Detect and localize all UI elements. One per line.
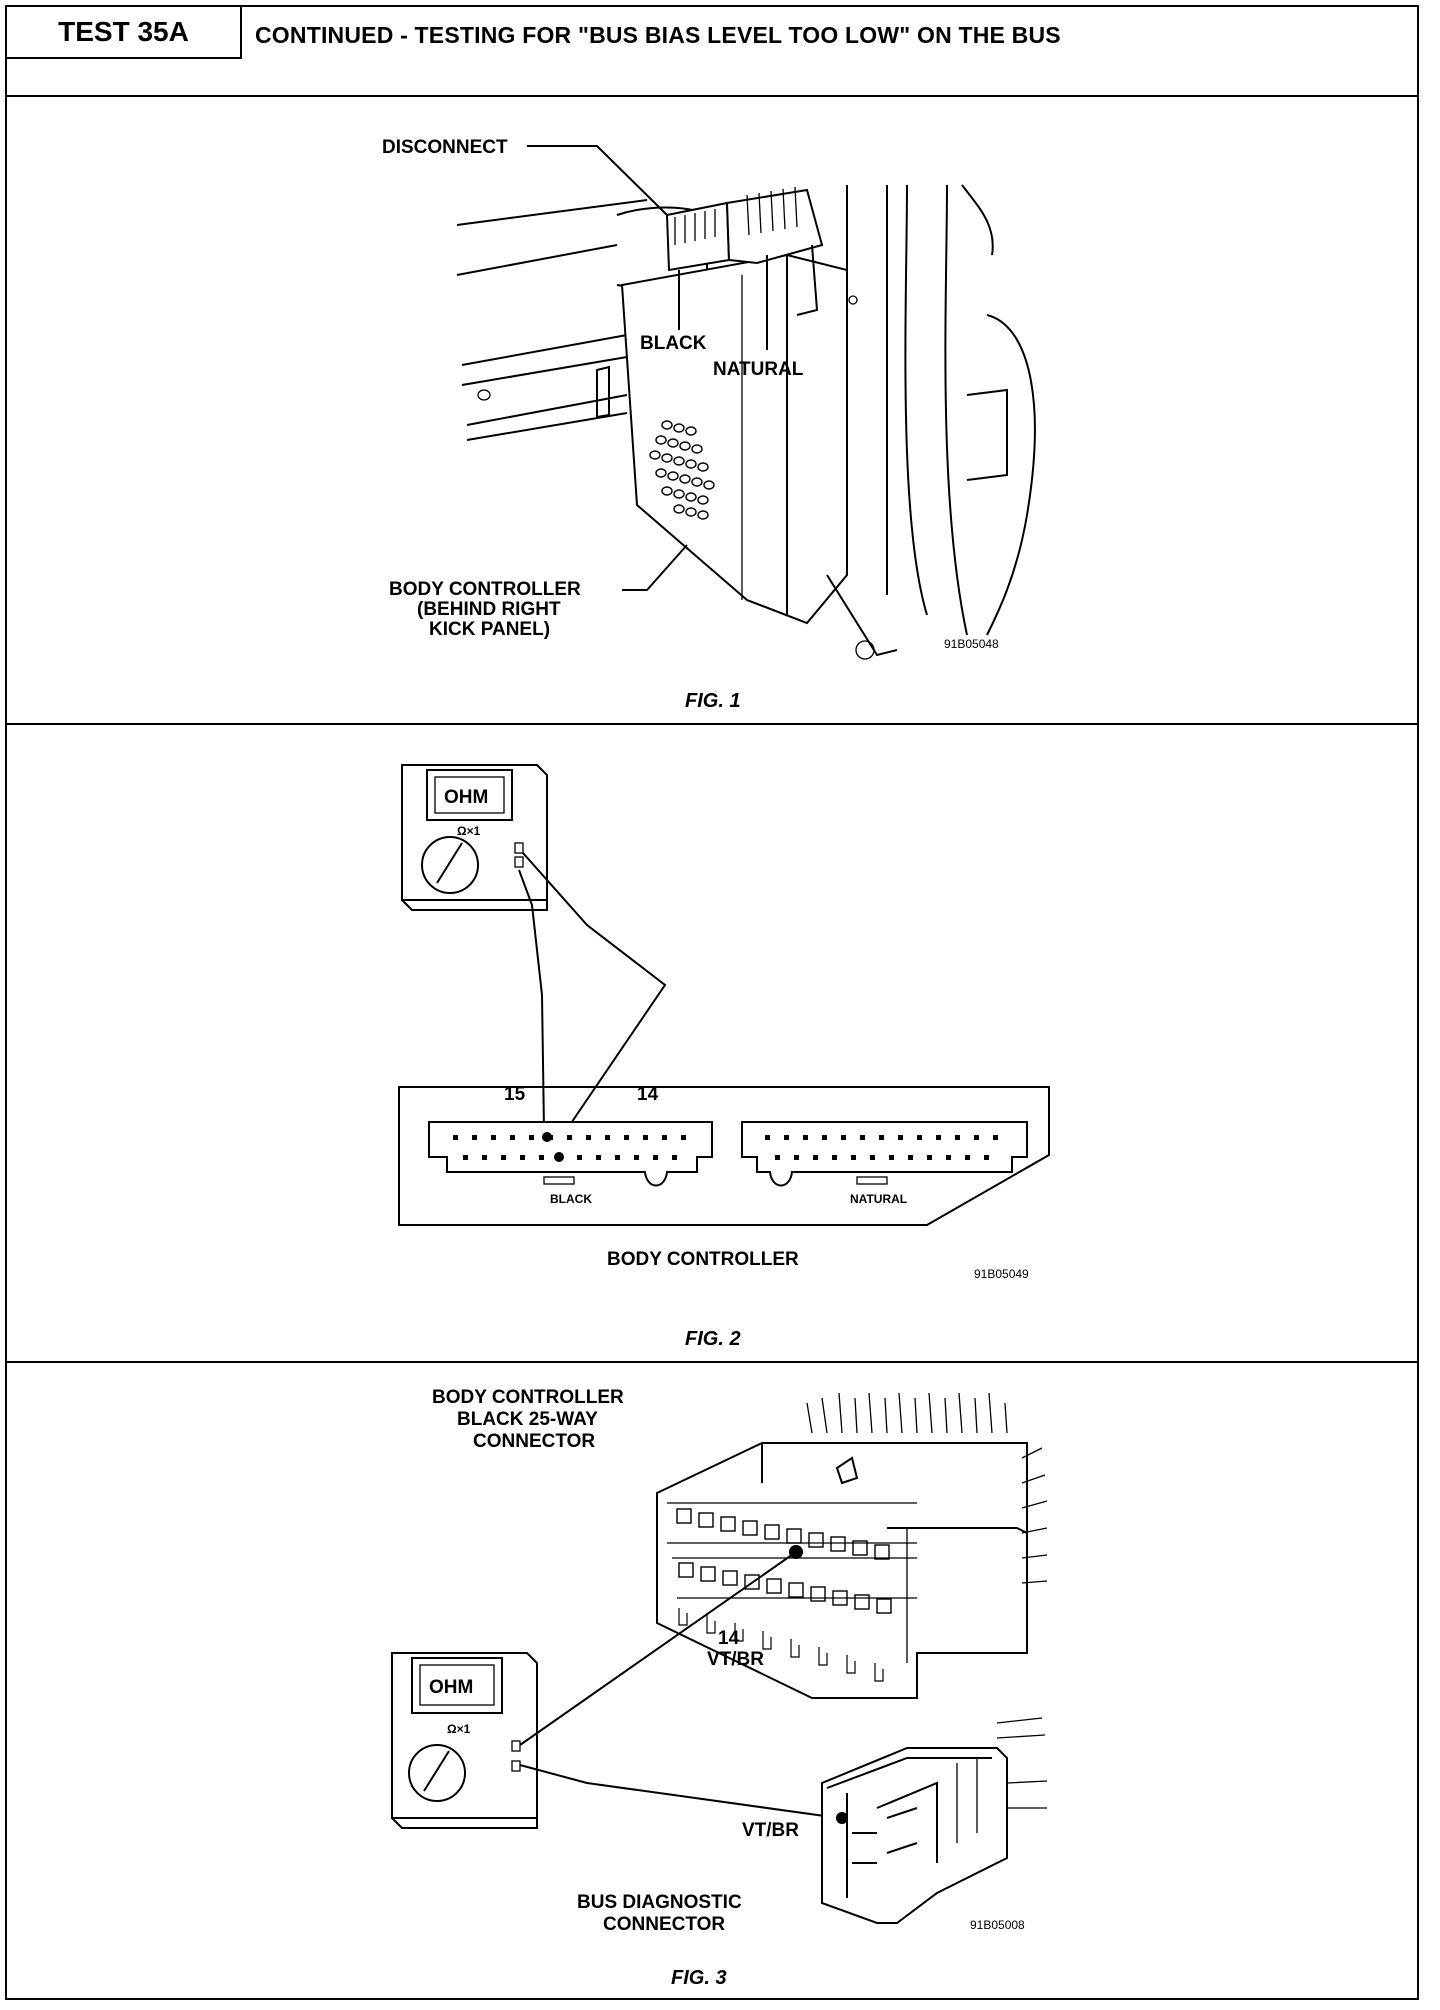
- black-label: BLACK: [550, 1192, 592, 1206]
- meter-range: Ω×1: [457, 824, 481, 838]
- black-connector: [665, 201, 731, 272]
- figure-2-drawing: OHM Ω×1: [398, 764, 1050, 1350]
- connector-title-line3: CONNECTOR: [473, 1431, 595, 1452]
- panel-line: [461, 334, 628, 366]
- panel-line: [461, 356, 628, 386]
- black-label: BLACK: [640, 333, 707, 354]
- connector-title-line1: BODY CONTROLLER: [432, 1387, 624, 1408]
- test-label: TEST 35A: [7, 7, 242, 59]
- meter-range: Ω×1: [447, 1722, 471, 1736]
- figure-3-panel: OHM Ω×1 BODY CONTROLLER BLACK 25-WAY CON…: [7, 1363, 1417, 1998]
- figure-3-drawing: OHM Ω×1 BODY CONTROLLER BLACK 25-WAY CON…: [391, 1387, 1048, 1989]
- panel-line: [456, 199, 648, 226]
- probe-lead-1: [519, 1551, 797, 1746]
- body-controller-module: [620, 253, 848, 625]
- connector-wires: [746, 186, 798, 236]
- wire-bundle: [996, 1717, 1048, 1809]
- bus-diagnostic-connector: [821, 1747, 1008, 1924]
- figure-caption: FIG. 3: [671, 1967, 727, 1989]
- vtbr-bottom-label: VT/BR: [742, 1820, 799, 1841]
- natural-label: NATURAL: [850, 1192, 907, 1206]
- panel-line: [466, 394, 628, 426]
- mounting-screw: [848, 295, 858, 305]
- pillar: [846, 185, 888, 595]
- black-connector: [428, 1121, 713, 1187]
- drawing-code: 91B05049: [974, 1267, 1029, 1281]
- harness-curl: [961, 184, 994, 256]
- pin-14-label: 14: [637, 1084, 659, 1105]
- figure-1-panel: DISCONNECT BLACK NATURAL BODY CONTROLLER…: [7, 95, 1417, 725]
- figure-1-drawing: DISCONNECT BLACK NATURAL BODY CONTROLLER…: [382, 137, 1036, 712]
- ohmmeter: [391, 1652, 538, 1829]
- disconnect-label: DISCONNECT: [382, 137, 508, 158]
- probe-lead-1: [518, 869, 545, 1131]
- drawing-code: 91B05008: [970, 1918, 1025, 1932]
- drawing-code: 91B05048: [944, 637, 999, 651]
- probe-lead-2: [519, 1764, 840, 1819]
- natural-connector: [741, 1121, 1028, 1187]
- disconnect-leader: [527, 145, 668, 216]
- header: TEST 35A CONTINUED - TESTING FOR "BUS BI…: [7, 7, 1417, 97]
- bus-diagnostic-label-line2: CONNECTOR: [603, 1914, 725, 1935]
- body-controller-leader: [622, 544, 688, 591]
- vtbr-top-label: VT/BR: [707, 1649, 764, 1670]
- pin-15-label: 15: [504, 1084, 526, 1105]
- black-25-way-connector: [656, 1442, 1028, 1699]
- vent-holes: [649, 420, 715, 520]
- meter-display: OHM: [444, 787, 488, 808]
- page-title: CONTINUED - TESTING FOR "BUS BIAS LEVEL …: [255, 22, 1061, 48]
- body-controller-outline: [398, 1086, 1050, 1226]
- page-frame: TEST 35A CONTINUED - TESTING FOR "BUS BI…: [5, 5, 1419, 2000]
- pillar-trim: [904, 184, 968, 636]
- pin-14-label: 14: [718, 1628, 740, 1649]
- module-bracket: [826, 574, 898, 657]
- trim-bracket: [966, 388, 1008, 481]
- bracket: [596, 365, 610, 419]
- probe-lead-2: [522, 852, 667, 1136]
- connector-title-line2: BLACK 25-WAY: [457, 1409, 598, 1430]
- figure-caption: FIG. 2: [685, 1328, 741, 1350]
- mounting-bolt: [855, 640, 875, 660]
- wire-bundle: [806, 1392, 1048, 1584]
- panel-hole: [477, 389, 491, 401]
- trim-curve: [986, 314, 1036, 636]
- body-controller-label: BODY CONTROLLER: [389, 579, 581, 600]
- figure-2-panel: OHM Ω×1: [7, 725, 1417, 1363]
- body-controller-label: BODY CONTROLLER: [607, 1249, 799, 1270]
- panel-line: [456, 244, 618, 276]
- panel-line: [466, 412, 628, 441]
- ohmmeter: [401, 764, 548, 911]
- bus-diagnostic-label-line1: BUS DIAGNOSTIC: [577, 1892, 742, 1913]
- figure-caption: FIG. 1: [685, 690, 741, 712]
- meter-display: OHM: [429, 1677, 473, 1698]
- body-controller-label-line3: KICK PANEL): [429, 619, 550, 640]
- connector-wires: [674, 209, 716, 245]
- natural-connector: [725, 188, 824, 265]
- body-controller-label-line2: (BEHIND RIGHT: [417, 599, 561, 620]
- natural-label: NATURAL: [713, 359, 804, 380]
- connector-latch: [796, 244, 819, 316]
